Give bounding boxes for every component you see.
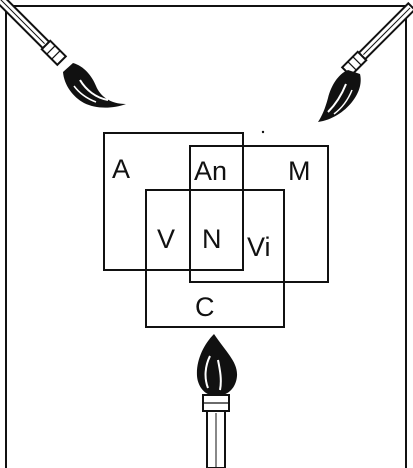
label-an: An: [194, 156, 227, 186]
label-vi: Vi: [247, 232, 271, 262]
label-m: M: [288, 156, 311, 186]
label-n: N: [202, 224, 222, 254]
paintbrush-icon: [197, 334, 237, 468]
paintbrush-icon: [318, 2, 413, 122]
label-c: C: [195, 292, 215, 322]
ink-speck: [262, 131, 264, 133]
label-v: V: [157, 224, 175, 254]
paintbrush-icon: [0, 0, 126, 108]
label-a: A: [112, 154, 130, 184]
